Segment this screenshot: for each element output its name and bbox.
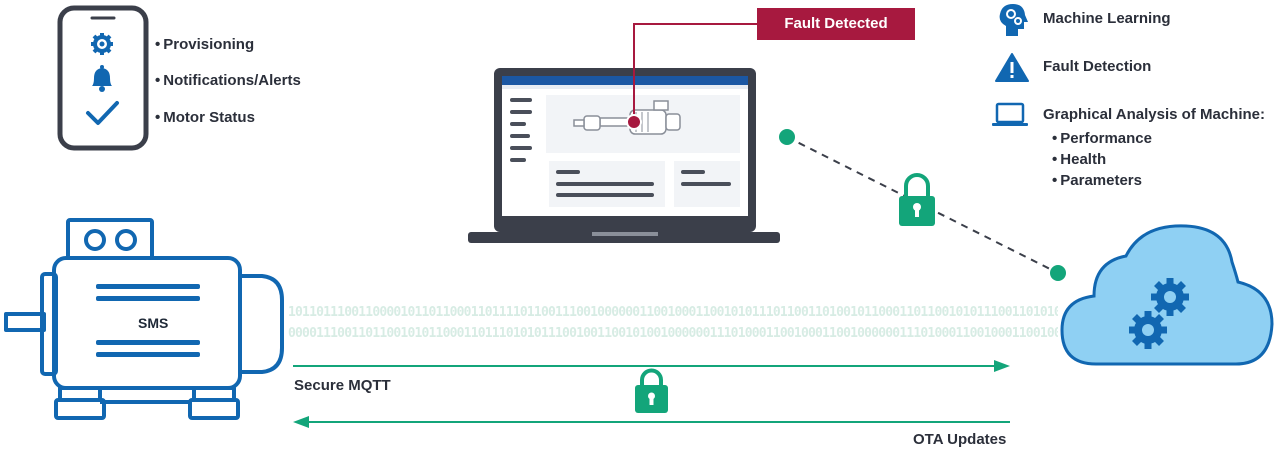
laptop <box>468 68 780 243</box>
legend-subitem-performance: Performance <box>1052 130 1152 147</box>
motor-vent <box>96 284 200 357</box>
laptop-icon <box>992 102 1028 126</box>
downlink-arrow <box>293 416 1010 428</box>
legend-machine-learning: Machine Learning <box>1043 10 1171 27</box>
phone-item-motor-status: Motor Status <box>155 109 255 126</box>
binary-stream-line-2: 0000111001101100101011000110111010101110… <box>288 326 1058 341</box>
motor <box>4 218 284 420</box>
link-endpoint-cloud <box>1050 265 1066 281</box>
lock-icon <box>635 368 668 413</box>
gear-icon <box>91 33 113 55</box>
legend-graphical-analysis: Graphical Analysis of Machine: <box>1043 106 1266 123</box>
fault-detected-tag: Fault Detected <box>757 8 915 40</box>
gear-icon <box>1151 278 1189 316</box>
phone <box>57 5 149 151</box>
checkmark-icon <box>86 101 119 125</box>
uplink-arrow <box>293 360 1010 372</box>
motor-label: SMS <box>138 315 169 331</box>
ota-updates-label: OTA Updates <box>913 431 1007 448</box>
lock-icon <box>899 173 935 226</box>
binary-stream-line-1: 1011011100110000101101100011011110110011… <box>288 305 1058 320</box>
legend-subitem-parameters: Parameters <box>1052 172 1142 189</box>
brain-gears-icon <box>999 4 1028 36</box>
gear-icon <box>1129 311 1167 349</box>
legend-subitem-health: Health <box>1052 151 1106 168</box>
warning-triangle-icon <box>995 53 1029 82</box>
phone-item-provisioning: Provisioning <box>155 36 254 53</box>
phone-item-notifications: Notifications/Alerts <box>155 72 301 89</box>
bell-icon <box>92 65 112 92</box>
fault-marker <box>626 114 642 130</box>
laptop-sidebar <box>510 98 532 162</box>
secure-mqtt-label: Secure MQTT <box>294 377 391 394</box>
legend-fault-detection: Fault Detection <box>1043 58 1152 75</box>
link-endpoint-laptop <box>779 129 795 145</box>
